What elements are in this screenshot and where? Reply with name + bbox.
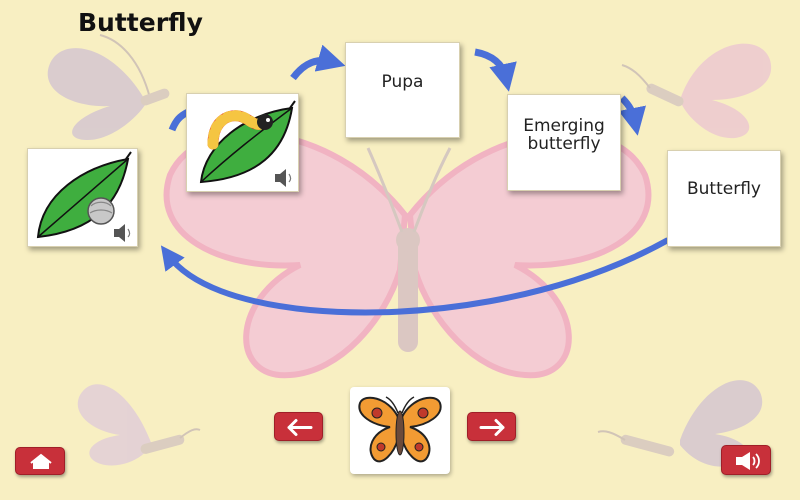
home-icon xyxy=(30,453,52,469)
leaf-with-caterpillar-icon xyxy=(199,100,296,184)
leaf-with-egg-icon xyxy=(36,151,132,239)
speaker-icon[interactable] xyxy=(28,149,139,248)
arrow-left-icon xyxy=(287,419,313,436)
butterfly-icon xyxy=(358,396,442,463)
stage-card-caterpillar[interactable] xyxy=(186,93,299,192)
small-butterfly-decoration-top-left xyxy=(47,34,170,141)
stage-label-butterfly: Butterfly xyxy=(687,179,761,199)
stage-card-emerging[interactable]: Emerging butterfly xyxy=(507,94,621,191)
small-butterfly-decoration-bottom-left xyxy=(77,384,201,466)
arrow-right-icon xyxy=(479,419,505,436)
arrow-butterfly-to-egg xyxy=(160,237,670,316)
next-button[interactable] xyxy=(467,412,516,441)
stage-label-emerging: Emerging butterfly xyxy=(523,116,605,154)
home-button[interactable] xyxy=(15,447,65,475)
arrow-caterpillar-to-pupa xyxy=(290,44,346,81)
sound-button[interactable] xyxy=(721,445,771,475)
stage-card-egg[interactable] xyxy=(27,148,138,247)
small-butterfly-decoration-top-right xyxy=(621,43,772,139)
previous-button[interactable] xyxy=(274,412,323,441)
butterfly-thumbnail xyxy=(350,387,450,474)
stage-label-pupa: Pupa xyxy=(381,72,424,92)
page-title: Butterfly xyxy=(78,8,203,37)
stage-card-pupa[interactable]: Pupa xyxy=(345,42,460,138)
speaker-icon xyxy=(736,452,760,470)
arrow-emerging-to-butterfly xyxy=(618,95,646,136)
stage-card-butterfly[interactable]: Butterfly xyxy=(667,150,781,247)
arrow-pupa-to-emerging xyxy=(474,48,517,92)
speaker-icon[interactable] xyxy=(187,94,300,193)
